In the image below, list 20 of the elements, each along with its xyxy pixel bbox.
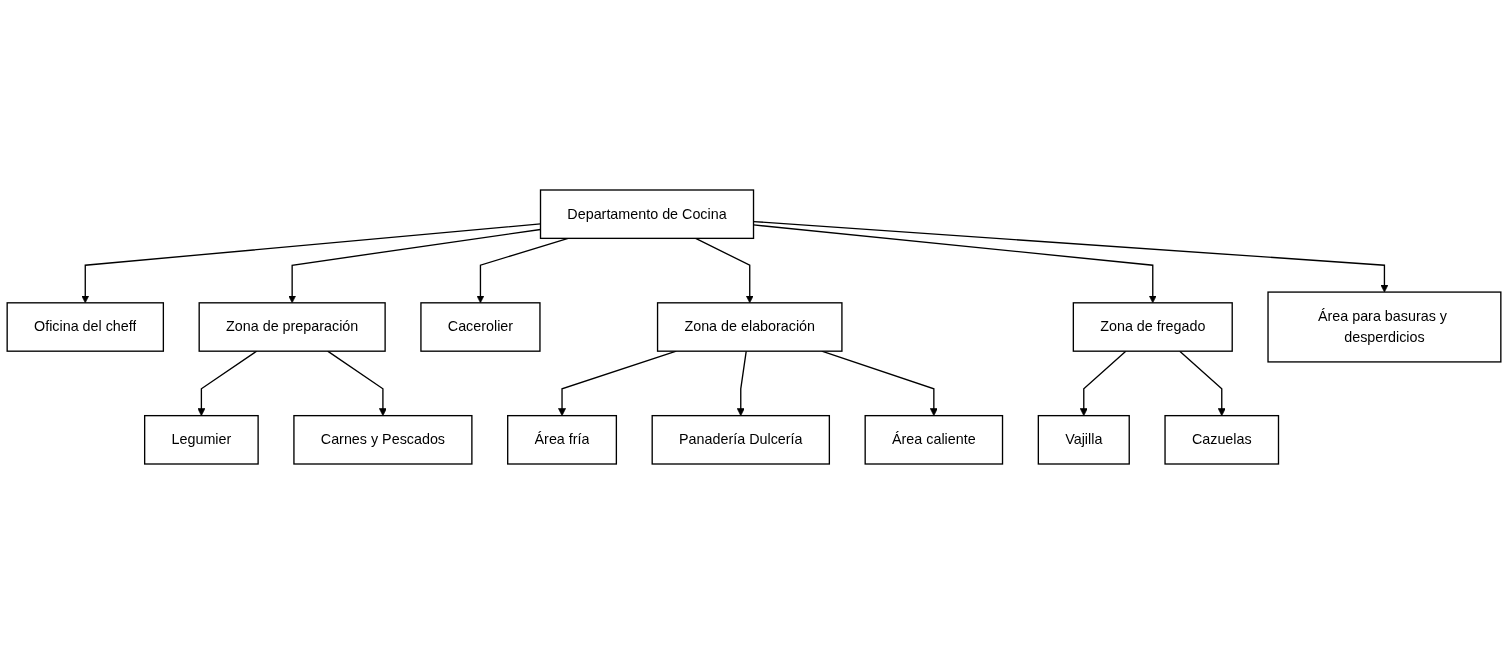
node-box: Área caliente <box>864 414 1004 465</box>
node-box: Vajilla <box>1037 414 1130 465</box>
node-box: Panadería Dulcería <box>651 414 830 465</box>
node-box: Área fría <box>507 414 618 465</box>
node-box: Oficina del cheff <box>6 302 165 352</box>
node-box: Zona de preparación <box>198 302 386 352</box>
node-box: Cazuelas <box>1164 414 1280 465</box>
node-box: Legumier <box>144 414 259 465</box>
arrow <box>1079 350 1127 416</box>
node-box: Zona de elaboración <box>656 302 843 352</box>
arrow <box>197 350 258 416</box>
node-box: Carnes y Pescados <box>293 414 473 465</box>
arrow <box>736 350 747 416</box>
node-box: Zona de fregado <box>1072 302 1233 352</box>
node-box: Departamento de Cocina <box>539 189 755 239</box>
arrow <box>1179 350 1226 416</box>
arrow <box>695 237 754 304</box>
arrow <box>327 350 387 416</box>
node-box: Cacerolier <box>420 302 541 352</box>
node-box: Área para basuras y desperdicios <box>1267 291 1502 363</box>
